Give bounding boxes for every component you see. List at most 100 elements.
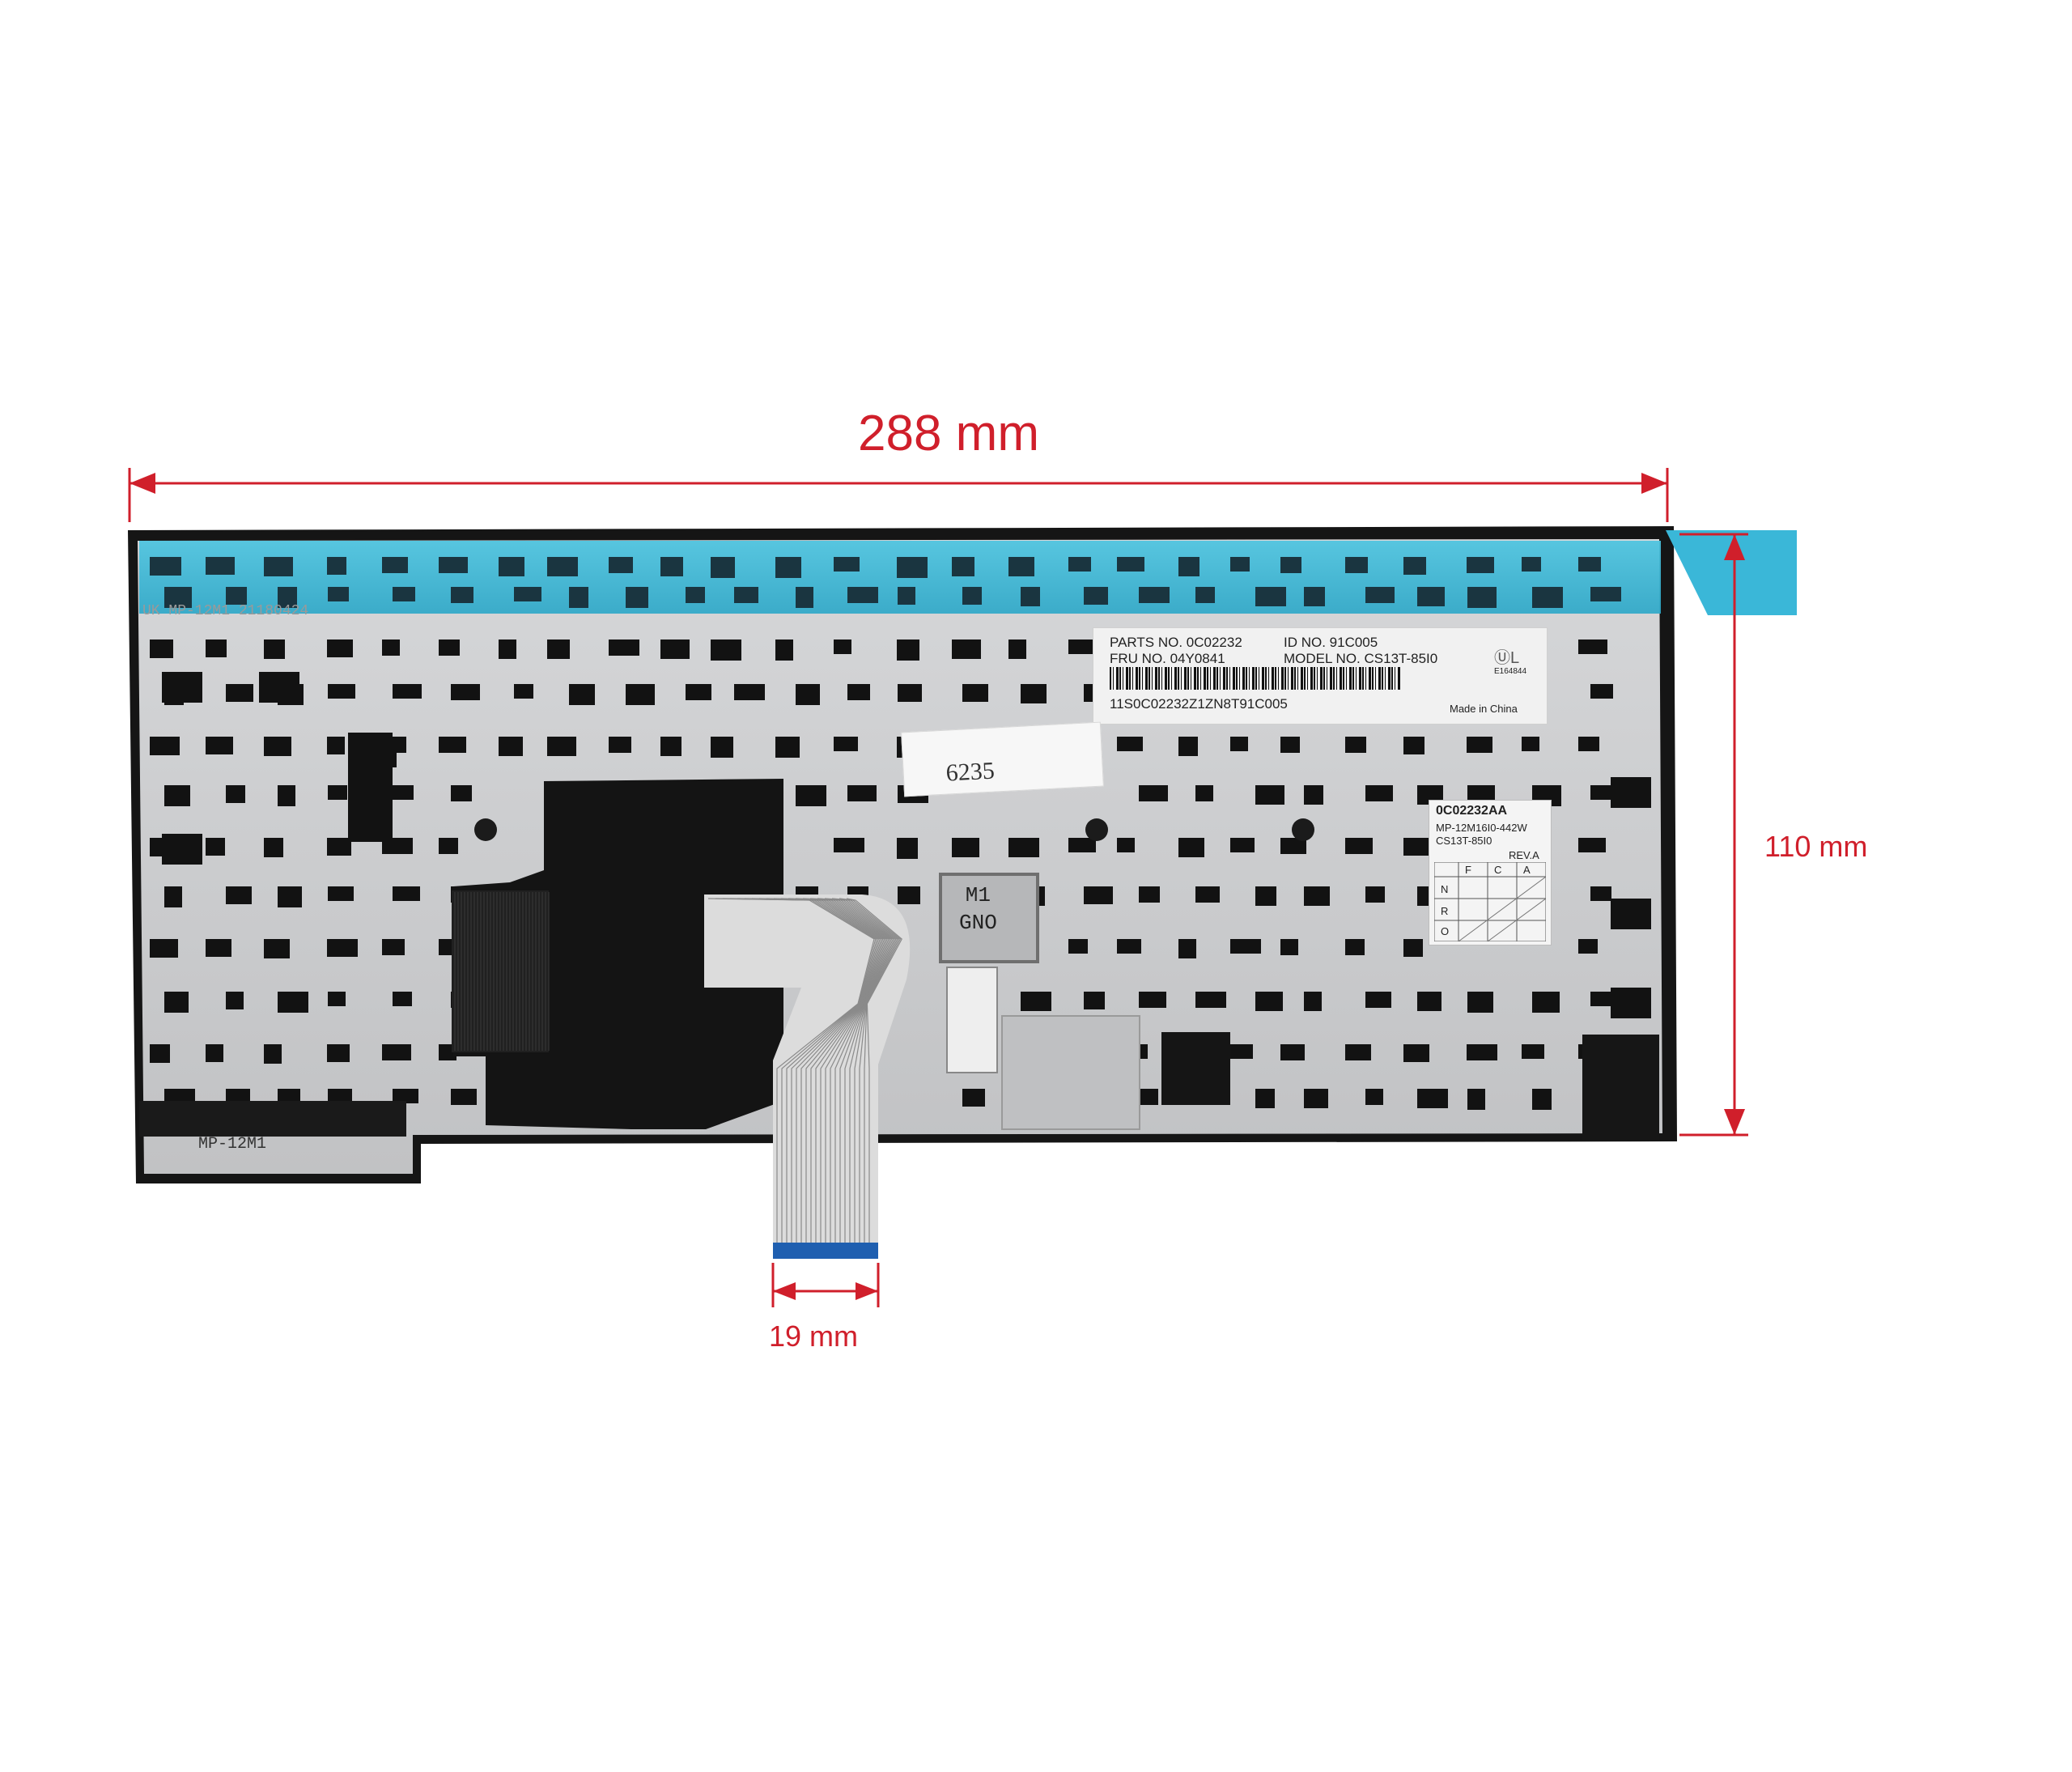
key-cutout xyxy=(1532,1089,1552,1110)
key-cutout xyxy=(1578,939,1598,954)
key-cutout xyxy=(1403,838,1431,856)
parts-no-text: PARTS NO. 0C02232 xyxy=(1110,635,1242,650)
key-cutout xyxy=(1467,1044,1497,1060)
key-cutout xyxy=(1008,640,1026,659)
key-cutout xyxy=(327,1044,350,1062)
key-cutout xyxy=(1084,886,1113,904)
key-cutout xyxy=(1178,838,1204,857)
key-cutout xyxy=(393,886,420,901)
key-cutout xyxy=(328,992,346,1006)
key-cutout xyxy=(1255,992,1283,1011)
flex-cable xyxy=(704,894,911,1259)
connector-marking: M1 GNO xyxy=(959,882,997,937)
key-cutout xyxy=(1365,587,1395,603)
key-cutout xyxy=(1068,557,1091,572)
key-cutout xyxy=(1532,992,1560,1013)
key-cutout xyxy=(1068,939,1088,954)
key-cutout xyxy=(499,557,524,576)
key-cutout xyxy=(952,557,974,576)
cable-connector-tip xyxy=(773,1243,878,1259)
key-cutout xyxy=(1522,1044,1544,1059)
large-cutout xyxy=(1611,899,1651,929)
model-no-text: MODEL NO. CS13T-85I0 xyxy=(1284,651,1438,666)
key-cutout xyxy=(1139,1089,1158,1105)
serial-text: 11S0C02232Z1ZN8T91C005 xyxy=(1110,696,1288,712)
revision-rev-text: REV.A xyxy=(1509,849,1539,861)
key-cutout xyxy=(1008,838,1039,857)
width-arrow-left xyxy=(130,473,155,494)
large-cutout xyxy=(348,733,393,842)
key-cutout xyxy=(327,838,351,856)
key-cutout xyxy=(796,587,813,608)
key-cutout xyxy=(264,1044,282,1064)
key-cutout xyxy=(897,557,928,578)
screw-icon xyxy=(1085,818,1108,841)
key-cutout xyxy=(226,785,245,803)
large-cutout xyxy=(162,834,202,865)
key-cutout xyxy=(1403,737,1424,754)
key-cutout xyxy=(327,640,353,657)
key-cutout xyxy=(1178,557,1199,576)
key-cutout xyxy=(1345,557,1368,573)
key-cutout xyxy=(1304,587,1325,606)
key-cutout xyxy=(393,684,422,699)
key-cutout xyxy=(1021,992,1051,1011)
rev-col-a: A xyxy=(1523,864,1531,876)
plate-marking-top: UK MP-12M1 21180424 xyxy=(142,603,309,619)
key-cutout xyxy=(1467,1089,1485,1110)
key-cutout xyxy=(327,737,345,754)
key-cutout xyxy=(1178,737,1198,756)
key-cutout xyxy=(164,992,189,1013)
key-cutout xyxy=(150,640,173,658)
key-cutout xyxy=(609,640,639,656)
width-dimension-label: 288 mm xyxy=(858,406,1039,461)
key-cutout xyxy=(278,886,302,907)
key-cutout xyxy=(1304,785,1323,805)
key-cutout xyxy=(328,1089,352,1103)
key-cutout xyxy=(164,886,182,907)
origin-text: Made in China xyxy=(1450,703,1518,715)
cable-arrow-left xyxy=(773,1282,796,1300)
key-cutout xyxy=(1255,1089,1275,1108)
key-cutout xyxy=(1590,886,1611,901)
fru-no-text: FRU NO. 04Y0841 xyxy=(1110,651,1225,666)
connector-gno-text: GNO xyxy=(959,910,997,935)
key-cutout xyxy=(393,587,415,601)
key-cutout xyxy=(1230,939,1261,954)
key-cutout xyxy=(834,737,858,751)
key-cutout xyxy=(439,557,468,573)
key-cutout xyxy=(1280,838,1306,854)
key-cutout xyxy=(1365,1089,1383,1105)
key-cutout xyxy=(1403,939,1423,957)
key-cutout xyxy=(660,737,681,756)
key-cutout xyxy=(1139,587,1170,603)
key-cutout xyxy=(1178,939,1196,958)
key-cutout xyxy=(1280,939,1298,955)
key-cutout xyxy=(206,1044,223,1062)
key-cutout xyxy=(1365,785,1393,801)
key-cutout xyxy=(1578,737,1599,751)
key-cutout xyxy=(547,557,578,576)
screw-icon xyxy=(474,818,497,841)
key-cutout xyxy=(1084,992,1105,1009)
key-cutout xyxy=(898,684,922,702)
cable-dimension-label: 19 mm xyxy=(769,1319,859,1353)
key-cutout xyxy=(1195,785,1213,801)
rev-row-n: N xyxy=(1441,883,1449,895)
id-no-text: ID NO. 91C005 xyxy=(1284,635,1378,650)
revision-label: 0C02232AA MP-12M16I0-442W CS13T-85I0 REV… xyxy=(1429,800,1552,945)
key-cutout xyxy=(962,1089,985,1107)
key-cutout xyxy=(1417,992,1441,1011)
key-cutout xyxy=(734,684,765,700)
key-cutout xyxy=(1417,587,1445,606)
key-cutout xyxy=(1021,587,1040,606)
key-cutout xyxy=(327,939,358,957)
key-cutout xyxy=(451,1089,477,1105)
key-cutout xyxy=(206,838,225,856)
key-cutout xyxy=(734,587,758,603)
key-cutout xyxy=(1021,684,1047,703)
rev-row-o: O xyxy=(1441,925,1450,937)
width-arrow-right xyxy=(1641,473,1667,494)
number-sticker-text: 6235 xyxy=(945,757,996,787)
